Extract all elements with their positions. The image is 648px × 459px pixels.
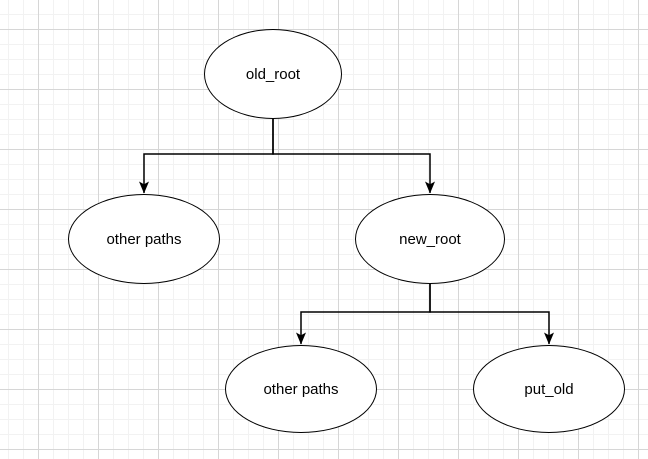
node-other-paths-left-label: other paths (106, 230, 182, 248)
node-put-old[interactable]: put_old (473, 345, 625, 433)
node-new-root[interactable]: new_root (355, 194, 505, 284)
node-new-root-label: new_root (399, 230, 461, 248)
edge-old-root-to-other-paths-left[interactable] (139, 119, 274, 194)
node-put-old-label: put_old (524, 380, 574, 398)
node-old-root[interactable]: old_root (204, 29, 342, 119)
edge-new-root-to-put-old[interactable] (429, 284, 554, 345)
edge-old-root-to-new-root[interactable] (272, 119, 435, 194)
node-other-paths-bottom-label: other paths (263, 380, 339, 398)
edge-new-root-to-other-paths-bottom[interactable] (296, 284, 431, 345)
node-other-paths-left[interactable]: other paths (68, 194, 220, 284)
node-other-paths-bottom[interactable]: other paths (225, 345, 377, 433)
node-old-root-label: old_root (245, 65, 301, 83)
